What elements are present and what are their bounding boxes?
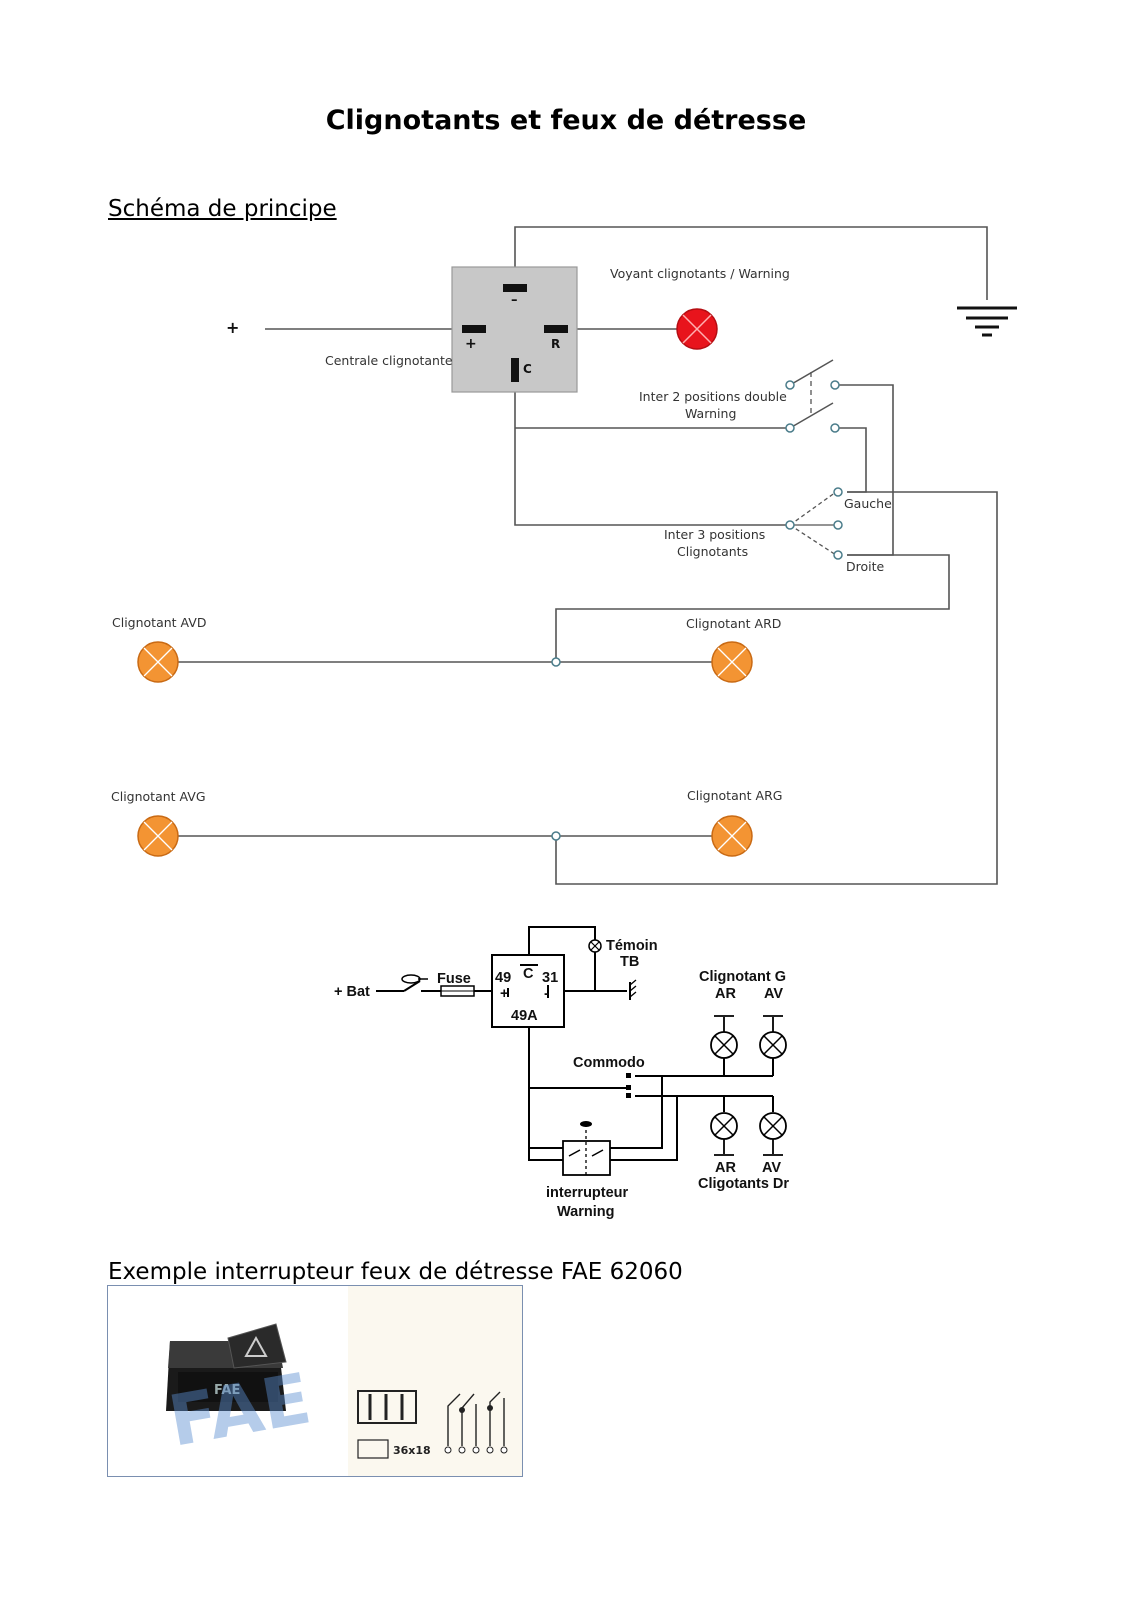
right-av-label: AV (762, 1160, 781, 1176)
indicator-switch-label-line2: Clignotants (677, 544, 748, 559)
relay-pin-49a: 49A (511, 1008, 538, 1024)
switch-illustration: FAE FAE 36x18 (163, 1286, 522, 1476)
section-heading-principle: Schéma de principe (108, 196, 337, 222)
ignition-key-icon (401, 974, 428, 992)
flasher-unit-label: Centrale clignotante (325, 353, 453, 368)
warning-switch-label-line2: Warning (685, 406, 736, 421)
hazard-switch-symbol (562, 1121, 611, 1176)
temoin-label: Témoin (606, 938, 658, 954)
fuse-label: Fuse (437, 971, 471, 987)
relay-pin-c: C (523, 966, 534, 982)
relay-schematic: 49 C 31 + - 49A + Bat Fuse Témoin TB Cli… (334, 926, 789, 1220)
warning-switch-label-line1: Inter 2 positions double (639, 389, 787, 404)
indicator-switch-symbol (785, 487, 843, 560)
right-indicators-label: Cligotants Dr (698, 1176, 789, 1192)
relay-box (491, 954, 565, 1028)
indicator-switch-label-line1: Inter 3 positions (664, 527, 765, 542)
hazard-switch-label-line2: Warning (557, 1204, 614, 1220)
dashboard-lamp-icon (588, 939, 602, 953)
left-av-label: AV (764, 986, 783, 1002)
left-indicators-label: Clignotant G (699, 969, 786, 985)
warning-lamp-label: Voyant clignotants / Warning (610, 266, 790, 281)
bat-label: + Bat (334, 984, 370, 1000)
lamp-avg-icon (137, 815, 179, 857)
tb-label: TB (620, 954, 639, 970)
fae-logo-small: FAE (214, 1383, 240, 1398)
left-lamps (710, 1015, 787, 1059)
dimension-label: 36x18 (393, 1444, 431, 1457)
relay-pin-49: 49 (495, 970, 511, 986)
lamp-avd-label: Clignotant AVD (112, 615, 206, 630)
rocker-switch-image: FAE (166, 1323, 287, 1411)
left-ar-label: AR (715, 986, 736, 1002)
lamp-avg-label: Clignotant AVG (111, 789, 206, 804)
section-heading-example: Exemple interrupteur feux de détresse FA… (108, 1259, 683, 1285)
flasher-minus-pin: – (511, 293, 518, 308)
right-position-label: Droite (846, 559, 885, 574)
relay-pin-31: 31 (542, 970, 558, 986)
right-lamps (710, 1112, 787, 1156)
product-photo: FAE FAE 36x18 (107, 1285, 523, 1477)
left-position-label: Gauche (844, 496, 892, 511)
hazard-switch-label-line1: interrupteur (546, 1185, 629, 1201)
right-ar-label: AR (715, 1160, 736, 1176)
lamp-avd-icon (137, 641, 179, 683)
ground-icon (629, 979, 637, 1000)
pinout-drawing (444, 1391, 508, 1454)
lamp-arg-icon (711, 815, 753, 857)
lamp-arg-label: Clignotant ARG (687, 788, 782, 803)
ground-icon (957, 306, 1017, 337)
warning-switch-symbol (785, 359, 840, 433)
relay-pin-plus: + (500, 986, 508, 1002)
schematic-wires (178, 226, 998, 885)
lamp-ard-icon (711, 641, 753, 683)
relay-pin-minus: - (544, 986, 549, 1002)
flasher-plus-pin: + (465, 336, 477, 352)
supply-plus-label: + (226, 318, 239, 337)
flasher-c-pin: C (523, 362, 532, 376)
warning-lamp-icon (676, 308, 718, 350)
principle-schematic: – + R C + Centrale clignotante Voyant cl… (111, 226, 1017, 885)
page-title: Clignotants et feux de détresse (325, 105, 807, 136)
cutout-drawing: 36x18 (357, 1390, 431, 1459)
lamp-ard-label: Clignotant ARD (686, 616, 781, 631)
flasher-r-pin: R (551, 337, 560, 351)
commodo-label: Commodo (573, 1055, 645, 1071)
